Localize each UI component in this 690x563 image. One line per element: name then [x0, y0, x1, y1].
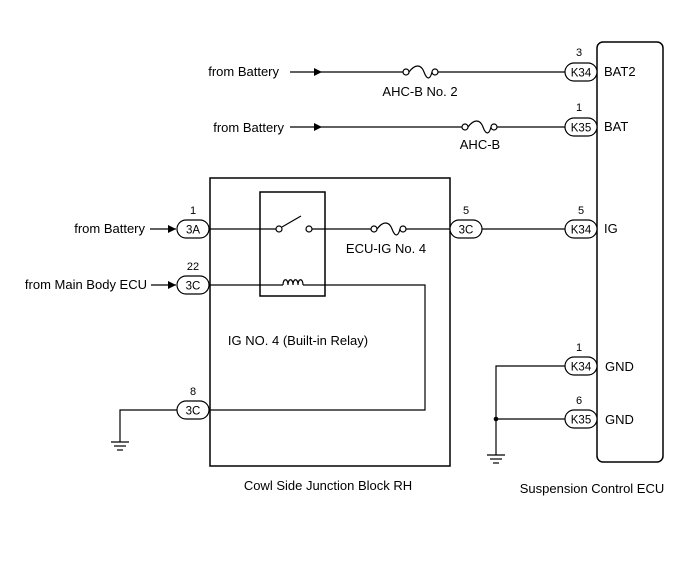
main-body-ecu-source-label: from Main Body ECU: [25, 277, 147, 292]
svg-text:3C: 3C: [186, 406, 201, 418]
fuse-ahc-b-label: AHC-B: [460, 137, 500, 152]
jb-terminal-3c-pin5: 3C: [449, 219, 483, 239]
suspension-ecu-box: [596, 41, 664, 463]
jb-terminal-3a-pin1: 3A: [176, 219, 210, 239]
suspension-ecu-label: Suspension Control ECU: [520, 481, 665, 496]
jb-terminal-3c-pin22: 3C: [176, 275, 210, 295]
ecu-pin-1-gnd: 1: [576, 342, 582, 354]
ecu-terminal-k35-bat: K35: [564, 117, 598, 137]
ecu-terminal-name-gnd-1: GND: [605, 359, 634, 374]
jb-pin-22: 22: [187, 261, 199, 273]
ecu-terminal-k35-gnd: K35: [564, 409, 598, 429]
ecu-pin-6: 6: [576, 395, 582, 407]
svg-text:3A: 3A: [186, 225, 200, 237]
ig-circuit: from Battery 3A 1 ECU-IG No. 4 3C 5: [74, 191, 618, 297]
battery-source-label-2: from Battery: [213, 120, 284, 135]
bat2-circuit: from Battery AHC-B No. 2 K34 3 BAT2: [208, 47, 635, 99]
relay-label: IG NO. 4 (Built-in Relay): [228, 333, 368, 348]
relay-switch-symbol: [275, 215, 313, 233]
ecu-terminal-k34-bat2: K34: [564, 62, 598, 82]
ecu-terminal-name-bat2: BAT2: [604, 64, 636, 79]
fuse-ahc-b-no2-symbol: [402, 65, 439, 79]
ecu-terminal-name-bat: BAT: [604, 119, 628, 134]
junction-block-box: [209, 177, 451, 467]
fuse-ahc-b-no2-label: AHC-B No. 2: [382, 84, 457, 99]
relay-box: [259, 191, 326, 297]
ecu-terminal-name-gnd-2: GND: [605, 412, 634, 427]
svg-text:3C: 3C: [186, 281, 201, 293]
jb-pin-8: 8: [190, 386, 196, 398]
ground-icon: [487, 454, 505, 464]
svg-text:K34: K34: [571, 68, 592, 80]
jb-pin-5: 5: [463, 205, 469, 217]
ground-icon: [111, 441, 129, 451]
ecu-terminal-name-ig: IG: [604, 221, 618, 236]
ecu-pin-5: 5: [578, 205, 584, 217]
svg-text:K34: K34: [571, 362, 592, 374]
ecu-terminal-k34-gnd: K34: [564, 356, 598, 376]
fuse-ecu-ig-no4-symbol: [370, 222, 407, 236]
svg-text:K35: K35: [571, 415, 591, 427]
fuse-ahc-b-symbol: [461, 120, 498, 134]
svg-text:K35: K35: [571, 123, 591, 135]
svg-text:K34: K34: [571, 225, 592, 237]
junction-block-label: Cowl Side Junction Block RH: [244, 478, 412, 493]
battery-source-label-1: from Battery: [208, 64, 279, 79]
battery-source-label-3: from Battery: [74, 221, 145, 236]
jb-pin-1: 1: [190, 205, 196, 217]
ecu-ground-circuit: K34 1 GND K35 6 GND: [487, 342, 634, 464]
svg-text:3C: 3C: [459, 225, 474, 237]
ecu-terminal-k34-ig: K34: [564, 219, 598, 239]
jb-terminal-3c-pin8: 3C: [176, 400, 210, 420]
relay-coil-circuit: from Main Body ECU 3C 22 3C 8 IG NO. 4 (…: [25, 261, 426, 451]
ecu-pin-1-bat: 1: [576, 102, 582, 114]
ground-junction-dot: [493, 416, 499, 422]
bat-circuit: from Battery AHC-B K35 1 BAT: [213, 102, 628, 152]
relay-coil-symbol: [282, 279, 304, 286]
ecu-pin-3: 3: [576, 47, 582, 59]
fuse-ecu-ig-no4-label: ECU-IG No. 4: [346, 241, 426, 256]
